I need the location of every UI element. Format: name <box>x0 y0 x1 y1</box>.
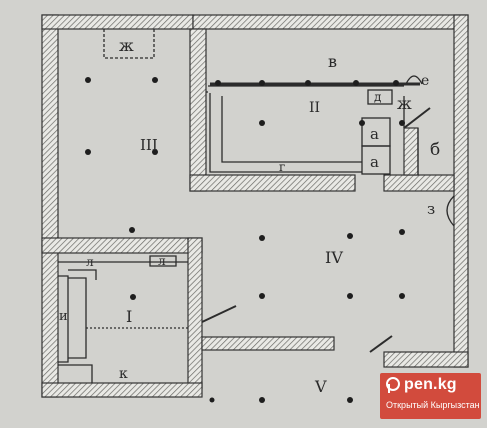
label-z: з <box>427 200 435 218</box>
label-v: в <box>328 52 337 71</box>
interior-lines <box>58 29 455 383</box>
label-a-top: а <box>370 125 379 143</box>
label-room-III: III <box>140 136 158 154</box>
label-e: е <box>421 73 429 89</box>
label-l1: л <box>86 255 94 269</box>
label-k: к <box>119 366 128 382</box>
label-room-II: II <box>309 100 320 116</box>
label-room-I: I <box>126 307 132 326</box>
label-i: и <box>59 309 68 324</box>
watermark-brand: pen.kg <box>404 376 457 393</box>
wall-outline <box>41 14 469 398</box>
label-zh-top: ж <box>119 36 134 55</box>
column-dots <box>85 77 405 403</box>
watermark-subtitle: Открытый Кыргызстан <box>386 400 480 410</box>
pen-logo-icon <box>386 377 400 393</box>
plan-labels: III II IV I V ж ж в е д а а б г з л л и … <box>59 36 440 396</box>
label-zh-mid: ж <box>397 94 412 113</box>
watermark-badge[interactable]: pen.kg Открытый Кыргызстан <box>380 373 481 419</box>
label-a-bottom: а <box>370 153 379 171</box>
label-d: д <box>374 90 381 104</box>
label-room-V: V <box>314 377 327 396</box>
label-g: г <box>279 160 285 174</box>
label-l2: л <box>158 254 166 268</box>
label-room-IV: IV <box>325 248 343 267</box>
label-b: б <box>430 140 440 160</box>
